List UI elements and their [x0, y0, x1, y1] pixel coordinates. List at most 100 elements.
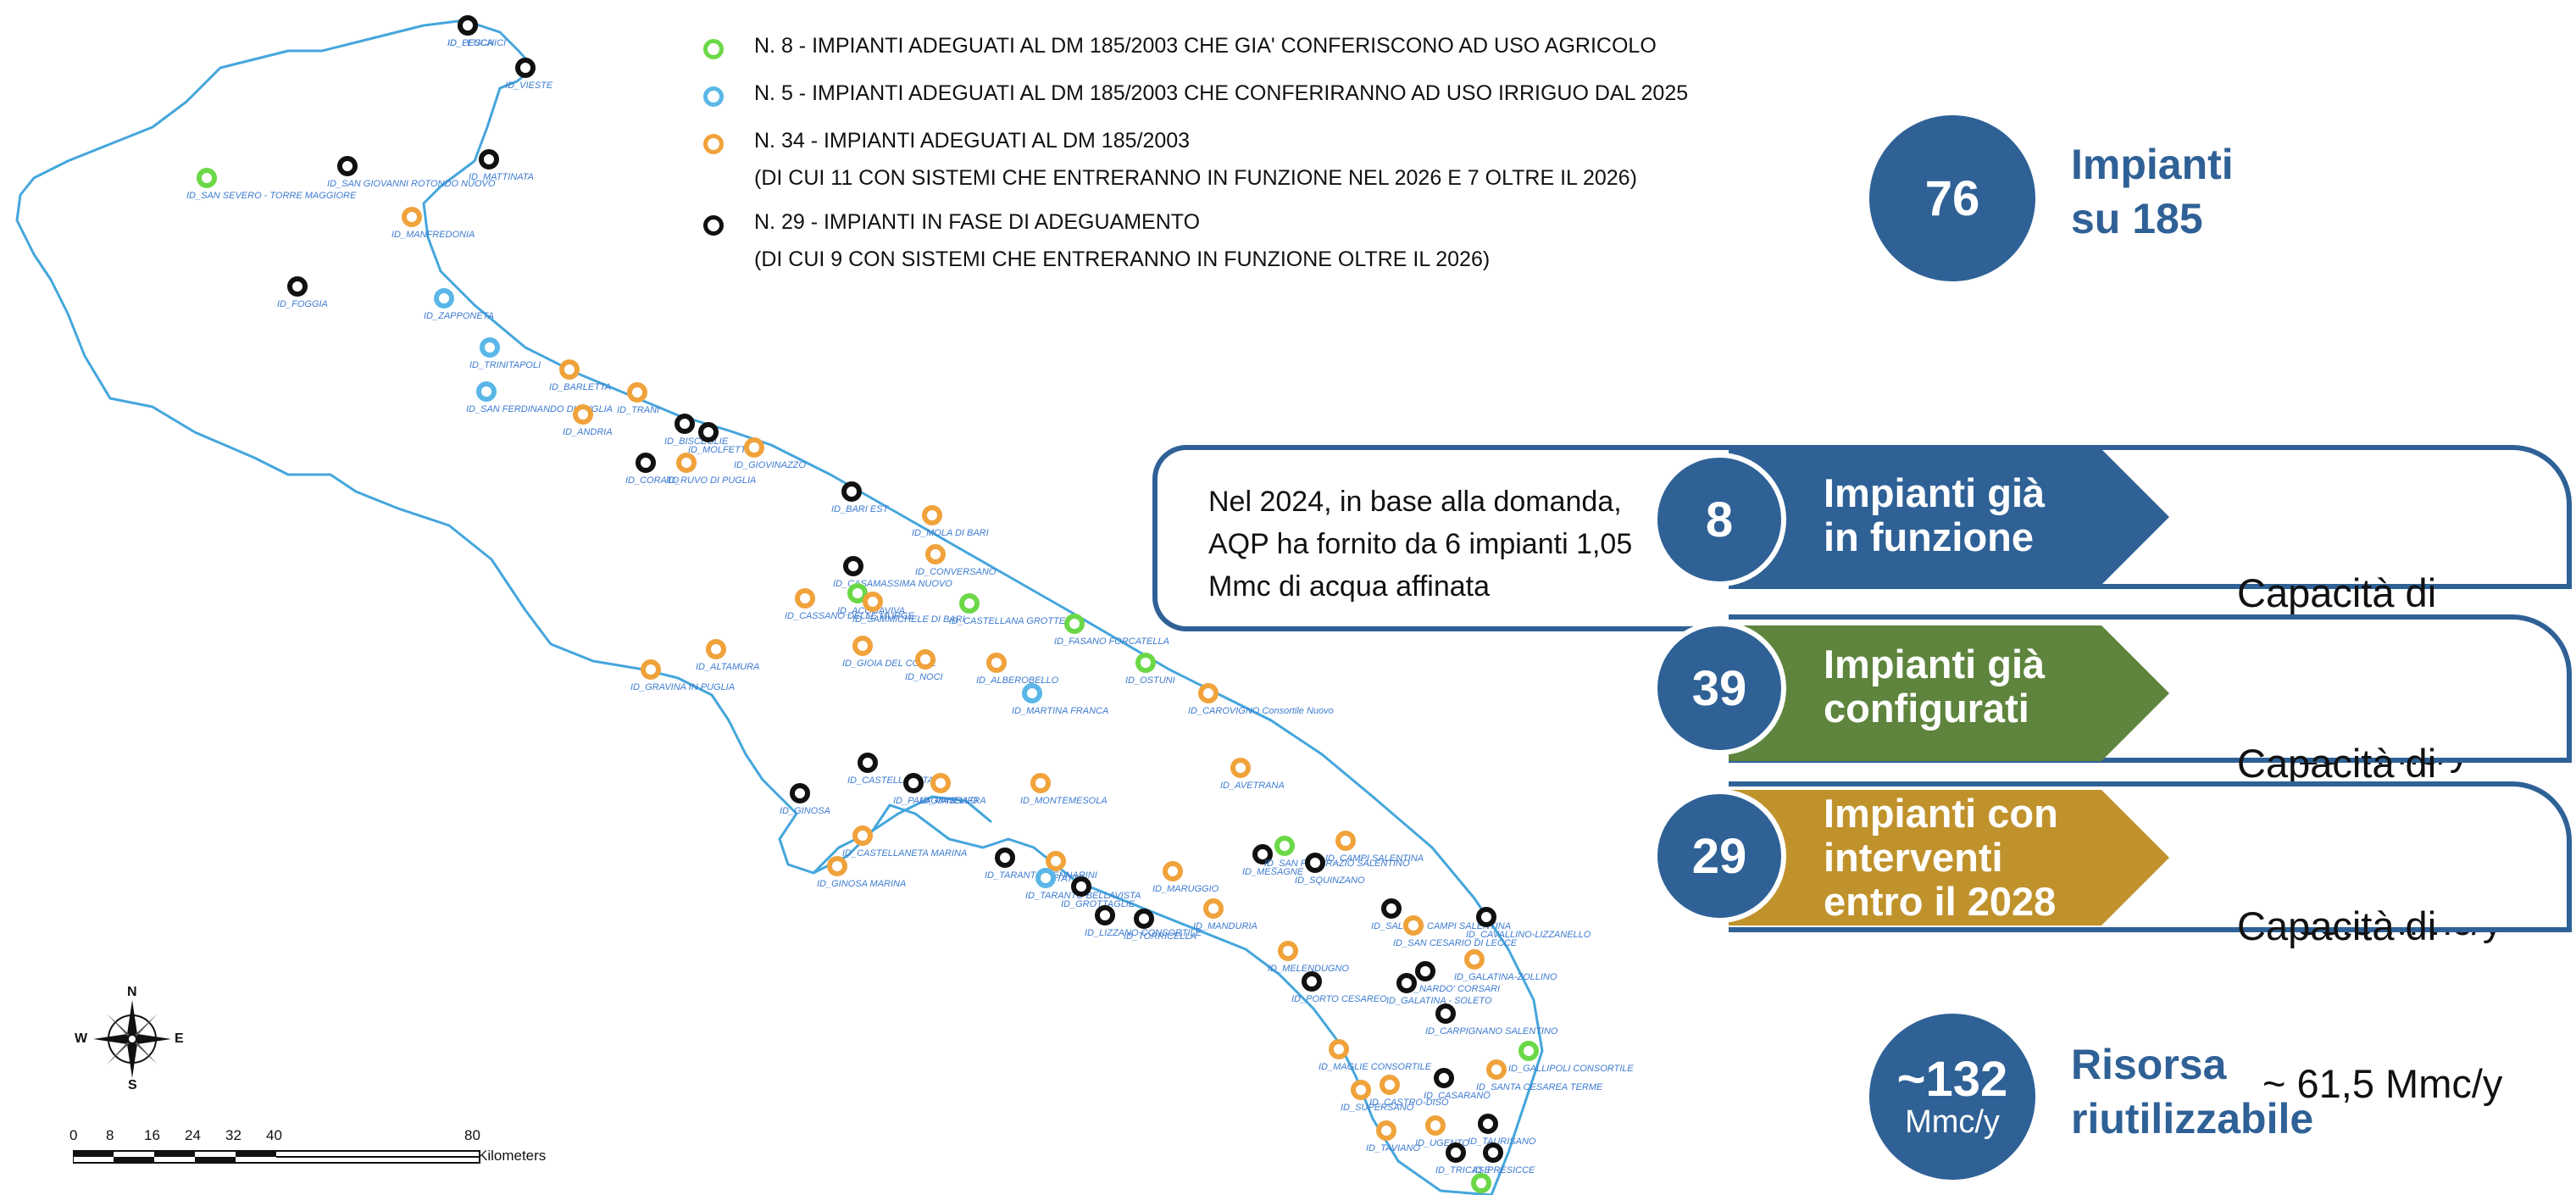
plant-marker-green: ID_GALLIPOLI CONSORTILE	[1508, 1041, 1634, 1074]
plant-ring-black	[790, 783, 810, 803]
plant-ring-orange	[1163, 861, 1183, 881]
plant-ring-green	[1135, 653, 1156, 673]
row-1-number: 8	[1652, 453, 1786, 586]
summary-text: Nel 2024, in base alla domanda, AQP ha f…	[1208, 486, 1633, 603]
row-2-label-line1: Impianti già	[1824, 642, 2046, 686]
plant-ring-green	[959, 593, 980, 614]
legend-marker-orange	[703, 134, 724, 154]
kpi-top-line1: Impianti	[2071, 141, 2234, 188]
plant-ring-black	[995, 848, 1015, 868]
plant-marker-black: ID_CASARANO	[1424, 1068, 1491, 1101]
scale-ruler	[73, 1150, 480, 1164]
plant-label: ID_LIZZANO CONSORTILE	[1085, 928, 1202, 938]
compass-icon	[93, 1000, 171, 1078]
row-2-capacity-line1: Capacità di	[2237, 741, 2437, 786]
plant-label: ID_GRAVINA IN PUGLIA	[630, 682, 735, 692]
plant-marker-green: ID_SAN PANCRAZIO SALENTINO	[1264, 836, 1410, 869]
plant-label: ID_FOGGIA	[277, 299, 328, 309]
legend-label: N. 34 - IMPIANTI ADEGUATI AL DM 185/2003	[754, 129, 1191, 153]
plant-marker-black: ID_MOLFETTA	[688, 422, 752, 455]
kpi-bottom-line1: Risorsa	[2071, 1041, 2227, 1088]
plant-marker-blue: ID_ZAPPONETA	[424, 288, 494, 321]
plant-label: ID_GALATINA-ZOLLINO	[1454, 972, 1557, 982]
plant-ring-orange	[1351, 1080, 1371, 1100]
plant-ring-orange	[1403, 915, 1424, 936]
legend-marker-black	[703, 215, 724, 236]
legend-sublabel: (DI CUI 9 CON SISTEMI CHE ENTRERANNO IN …	[754, 247, 1491, 271]
plant-label: ID_SAN CESARIO DI LECCE	[1393, 938, 1518, 948]
plant-marker-orange: ID_MELENDUGNO	[1268, 941, 1349, 974]
row-3-label: Impianti con interventi entro il 2028	[1824, 792, 2058, 924]
plant-marker-orange: ID_CASTELLANETA MARINA	[842, 825, 967, 859]
plant-ring-black	[1095, 905, 1115, 925]
compass-south: S	[128, 1078, 137, 1092]
scale-tick: 40	[266, 1127, 282, 1143]
plant-marker-orange: ID_MANDURIA	[1193, 898, 1257, 931]
kpi-top-circle: 76	[1869, 115, 2035, 281]
plant-marker-green: ID_CORSANO	[1471, 1173, 1491, 1193]
plant-marker-black: ID_TORRICELLA	[1124, 909, 1196, 942]
plant-label: ID_CASSANO DELLE MURGE	[785, 611, 914, 621]
plant-ring-orange	[1425, 1115, 1446, 1136]
plant-marker-black: ID_LIZZANO CONSORTILE	[1085, 905, 1202, 938]
plant-ring-orange	[986, 653, 1007, 673]
plant-marker-orange: ID_SAMMICHELE DI BARI	[852, 592, 965, 625]
plant-label: ID_MOLFETTA	[688, 445, 752, 455]
plant-marker-blue: ID_TRINITAPOLI	[469, 337, 541, 370]
plant-marker-orange: ID_SAN CESARIO DI LECCE	[1393, 915, 1518, 948]
plant-marker-orange: ID_NOCI	[905, 649, 943, 682]
row-1-number-value: 8	[1705, 492, 1734, 547]
plant-marker-orange: ID_TAVIANO	[1366, 1120, 1420, 1153]
plant-marker-black: ID_PRESICCE	[1473, 1142, 1535, 1176]
plant-ring-orange	[1486, 1059, 1507, 1080]
plant-marker-orange: ID_SUPERSANO	[1341, 1080, 1414, 1113]
plant-ring-orange	[676, 453, 697, 473]
plant-label: ID_MONTEMESOLA	[1020, 796, 1108, 806]
plant-label: ID_CONVERSANO	[915, 567, 997, 577]
plant-marker-orange: ID_UGENTO	[1415, 1115, 1469, 1148]
plant-label: ID_MATTINATA	[469, 172, 534, 182]
compass-north: N	[127, 985, 137, 999]
legend-item-green: N. 8 - IMPIANTI ADEGUATI AL DM 185/2003 …	[703, 31, 1720, 63]
plant-label: ID_SAN PANCRAZIO SALENTINO	[1264, 859, 1410, 869]
plant-marker-orange: ID_ALBEROBELLO	[976, 653, 1059, 686]
plant-ring-orange	[863, 592, 883, 612]
plant-label: ID_SANTA CESAREA TERME	[1476, 1082, 1603, 1092]
plant-label: ID_GIOIA DEL COLLE	[842, 659, 936, 669]
kpi-top-line2: su 185	[2071, 195, 2203, 242]
plant-label: ID_CASTRO-DISO	[1369, 1098, 1449, 1108]
plant-ring-blue	[1022, 683, 1042, 703]
plant-marker-green: ID_CASTELLANA GROTTE	[949, 593, 1066, 626]
plant-ring-blue	[476, 381, 497, 402]
plant-label: ID_PESCHICI	[447, 38, 506, 48]
legend-item-orange: N. 34 - IMPIANTI ADEGUATI AL DM 185/2003…	[703, 125, 1720, 202]
plant-marker-orange: ID_MOLA DI BARI	[912, 505, 989, 538]
plant-ring-black	[843, 556, 863, 576]
plant-ring-black	[1435, 1003, 1456, 1024]
row-2-number-value: 39	[1691, 660, 1747, 716]
plant-ring-orange	[827, 856, 847, 876]
arrow-row-1	[1729, 449, 2169, 585]
legend-label: N. 5 - IMPIANTI ADEGUATI AL DM 185/2003 …	[754, 81, 1689, 105]
plant-marker-orange: ID_ANDRIA	[563, 404, 613, 437]
plant-marker-orange: ID_SANTA CESAREA TERME	[1476, 1059, 1603, 1092]
plant-ring-black	[1478, 1114, 1498, 1134]
plant-ring-green	[197, 168, 217, 188]
plant-label: ID_NOCI	[905, 672, 943, 682]
plant-ring-black	[1446, 1142, 1466, 1163]
scale-tick: 8	[106, 1127, 114, 1143]
plant-ring-black	[1134, 909, 1154, 929]
plant-label: ID_ALBEROBELLO	[976, 675, 1059, 686]
plant-marker-black: ID_VIESTE	[505, 58, 553, 91]
plant-label: ID_AVETRANA	[1220, 781, 1285, 791]
plant-label: ID_GALATINA - SOLETO	[1386, 996, 1492, 1006]
plant-ring-black	[858, 753, 878, 773]
kpi-bottom-line2: riutilizzabile	[2071, 1095, 2314, 1142]
plant-label: ID_TAVIANO	[1366, 1143, 1420, 1153]
row-1-capacity-line1: Capacità di	[2237, 570, 2437, 615]
plant-ring-orange	[573, 404, 593, 425]
plant-label: ID_MAGLIE CONSORTILE	[1319, 1062, 1432, 1072]
compass-west: W	[75, 1031, 88, 1046]
plant-label: ID_MARUGGIO	[1152, 884, 1219, 894]
